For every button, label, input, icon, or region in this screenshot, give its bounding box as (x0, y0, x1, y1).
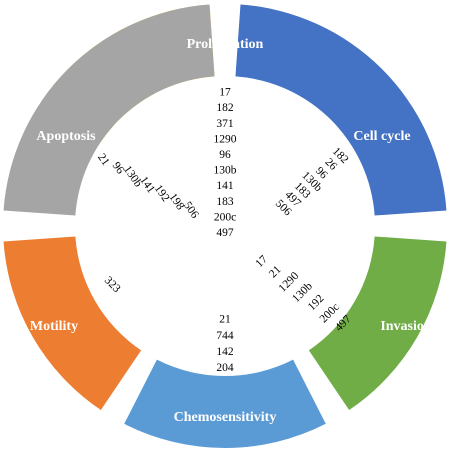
mirna-chemosensitivity-item: 142 (216, 346, 234, 358)
mirna-proliferation-item: 141 (216, 180, 234, 192)
label-invasion: Invasion (380, 319, 432, 334)
list-chemosensitivity: 21 744 142 204 (216, 314, 234, 375)
label-motility: Motility (30, 319, 78, 334)
list-motility: 323 (102, 274, 123, 295)
mirna-motility-item: 323 (102, 274, 123, 295)
segment-chemosensitivity (124, 359, 326, 448)
mirna-invasion-item: 21 (267, 264, 284, 281)
mirna-proliferation-item: 200c (214, 211, 236, 223)
label-chemosensitivity: Chemosensitivity (174, 410, 277, 425)
mirna-proliferation-item: 17 (219, 87, 231, 99)
mirna-proliferation-item: 371 (216, 118, 234, 130)
label-apoptosis: Apoptosis (36, 129, 96, 144)
segments-layer (3, 4, 447, 448)
list-proliferation: 17 182 371 1290 96 130b 141 183 200c 497 (214, 87, 237, 239)
mirna-chemosensitivity-item: 744 (216, 330, 234, 342)
mirna-numbers-layer: 17 182 371 1290 96 130b 141 183 200c 497 182269613… (95, 87, 354, 375)
mirna-proliferation-item: 1290 (214, 133, 237, 145)
label-proliferation: Proliferation (187, 37, 264, 52)
label-cell-cycle: Cell cycle (353, 129, 410, 144)
mirna-proliferation-item: 183 (216, 196, 234, 208)
mirna-chemosensitivity-item: 204 (216, 362, 234, 374)
mirna-proliferation-item: 182 (216, 102, 234, 114)
segment-invasion (308, 236, 447, 411)
segment-motility (3, 236, 142, 411)
mirna-invasion-item: 17 (253, 253, 270, 270)
segment-cell-cycle (235, 4, 447, 216)
segment-apoptosis (3, 4, 215, 216)
mirna-chemosensitivity-item: 21 (219, 314, 231, 326)
mirna-proliferation-item: 96 (219, 149, 231, 161)
mirna-apoptosis-item: 21 (95, 152, 112, 169)
mirna-proliferation-item: 497 (216, 227, 234, 239)
mirna-proliferation-item: 130b (214, 165, 237, 177)
